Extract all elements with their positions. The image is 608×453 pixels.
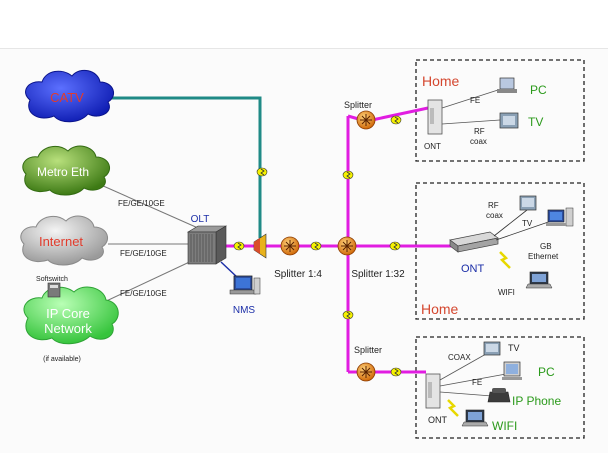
home-top-rf-label: RF	[474, 127, 485, 136]
top-band	[0, 0, 608, 49]
home-mid-tv-link	[493, 209, 528, 237]
splitter-bottom	[356, 362, 376, 382]
home-bottom-coax-link	[439, 353, 487, 381]
catv-label: CATV	[50, 90, 84, 105]
splitter-1-4	[280, 236, 300, 256]
nms-label: NMS	[233, 305, 256, 316]
signal-markers	[233, 115, 402, 377]
home-mid-ethernet-label: Ethernet	[528, 252, 559, 261]
home-mid-coax-label: coax	[486, 211, 503, 220]
pc-icon-bottom	[502, 361, 522, 380]
ont-tower-top	[427, 99, 443, 135]
if-available-label: (if available)	[43, 356, 81, 363]
wdm-combiner	[253, 233, 267, 259]
metro-link	[91, 180, 199, 229]
catv-link	[104, 96, 262, 238]
wifi-bolt-middle	[499, 251, 511, 269]
softswitch-device	[47, 282, 61, 298]
ipcore-label-line1: IP Core	[46, 306, 90, 321]
home-mid-rf-label: RF	[488, 201, 499, 210]
home-bottom-coax-label: COAX	[448, 353, 471, 362]
splitter-bottom-label: Splitter	[354, 345, 382, 355]
splitter-1-32	[337, 236, 357, 256]
home-bottom-phone-link	[439, 391, 493, 397]
internet-cloud: Internet	[20, 215, 109, 266]
home-mid-gb-label: GB	[540, 242, 552, 251]
home-box-top	[415, 59, 585, 162]
splitter-top	[356, 110, 376, 130]
laptop-icon-middle	[525, 271, 553, 289]
wifi-bolt-bottom	[447, 399, 459, 417]
internet-label: Internet	[39, 234, 83, 249]
ont-tower-bottom	[425, 373, 441, 409]
splitter-1-4-label: Splitter 1:4	[274, 269, 322, 280]
metro-label: Metro Eth	[37, 165, 89, 179]
tv-icon-middle	[519, 195, 537, 211]
home-bottom-pc-link	[439, 373, 507, 387]
ipcore-link	[99, 257, 199, 305]
phone-icon-bottom	[487, 388, 511, 403]
home-bottom-pc-label: PC	[538, 365, 555, 379]
internet-link-label: FE/GE/10GE	[120, 249, 167, 258]
home-top-rf-link	[441, 119, 501, 125]
tv-icon-top	[499, 112, 519, 129]
nms-computer	[229, 275, 261, 295]
home-top-tv-label: TV	[528, 115, 543, 129]
home-top-ont-label: ONT	[424, 142, 441, 151]
splitter-1-32-label: Splitter 1:32	[351, 269, 405, 280]
ont-flat-middle	[449, 231, 499, 253]
home-mid-tv-label: TV	[522, 219, 533, 228]
home-bottom-fe-label: FE	[472, 378, 482, 387]
home-mid-ont-label: ONT	[461, 263, 485, 275]
softswitch-label: Softswitch	[36, 276, 68, 283]
home-top-fe-label: FE	[470, 96, 480, 105]
pc-icon-top	[497, 77, 517, 93]
nms-link	[220, 261, 239, 279]
home-box-middle	[415, 182, 585, 320]
ipcore-label-line2: Network	[44, 321, 92, 336]
home-bottom-wifi-label: WIFI	[492, 419, 517, 433]
home-bottom-ip-phone-label: IP Phone	[512, 394, 561, 408]
home-top-coax-label: coax	[470, 137, 487, 146]
home-top-pc-label: PC	[530, 83, 547, 97]
metro-link-label: FE/GE/10GE	[118, 199, 165, 208]
home-mid-wifi-label: WIFI	[498, 288, 515, 297]
splitter-top-label: Splitter	[344, 100, 372, 110]
pc-icon-middle	[546, 207, 574, 227]
laptop-icon-bottom	[461, 409, 489, 427]
home-top-title: Home	[422, 73, 460, 89]
catv-cloud: CATV	[25, 69, 115, 123]
home-bottom-ont-label: ONT	[428, 415, 448, 425]
olt-label: OLT	[191, 214, 210, 225]
home-box-bottom	[415, 336, 585, 439]
home-bottom-tv-label: TV	[508, 343, 520, 353]
ipcore-cloud: IP Core Network	[23, 286, 119, 345]
ipcore-link-label: FE/GE/10GE	[120, 289, 167, 298]
olt-device	[186, 225, 228, 265]
metro-cloud: Metro Eth	[22, 145, 111, 196]
home-mid-title: Home	[421, 301, 459, 317]
tv-icon-bottom	[483, 341, 501, 356]
home-top-fe-link	[441, 89, 499, 109]
